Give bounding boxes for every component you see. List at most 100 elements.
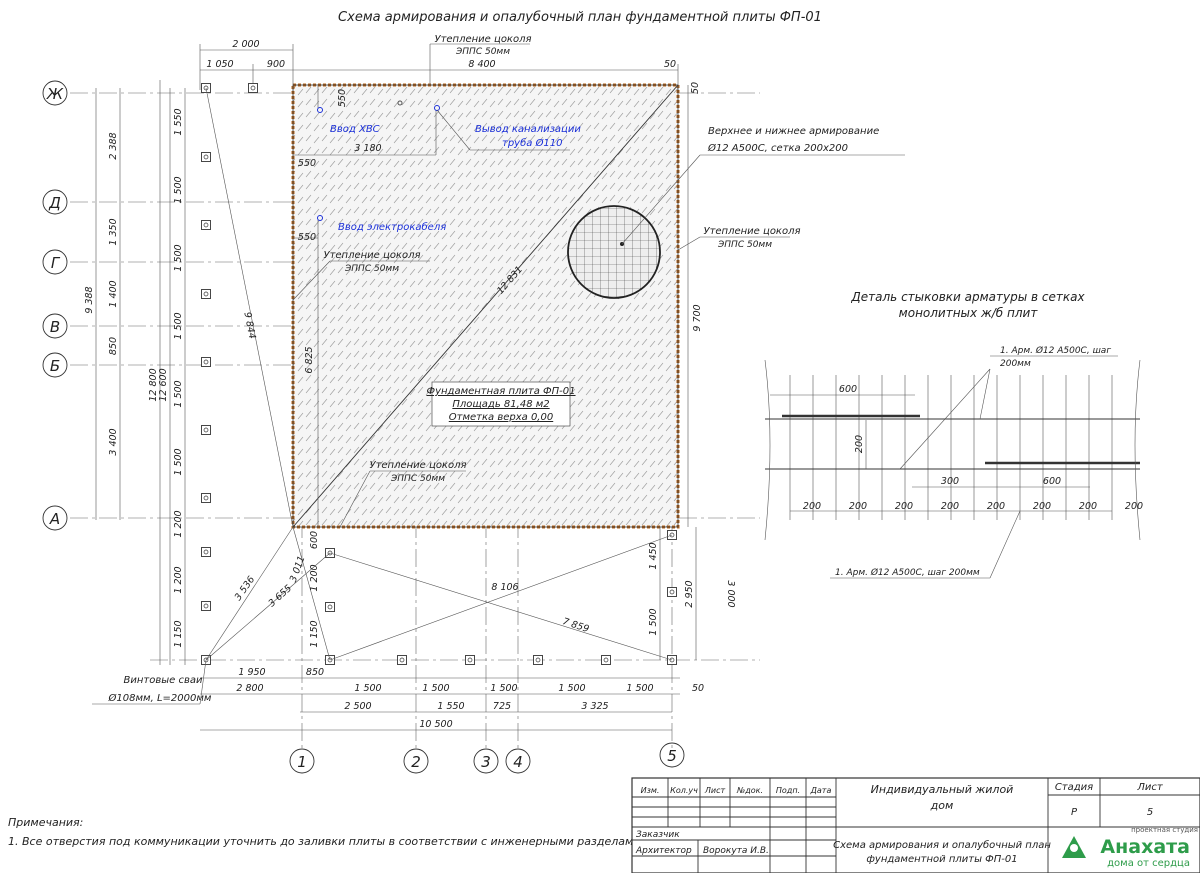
svg-text:5: 5 <box>667 747 677 765</box>
svg-text:дома от сердца: дома от сердца <box>1107 858 1190 869</box>
slab-info-box <box>431 381 571 427</box>
svg-text:Утепление цоколя: Утепление цоколя <box>434 34 531 45</box>
svg-text:Лист: Лист <box>1136 782 1164 793</box>
svg-text:Заказчик: Заказчик <box>636 830 680 840</box>
detail-spacing-label: 200 <box>941 501 959 512</box>
svg-text:9 700: 9 700 <box>692 304 703 331</box>
svg-text:1 350: 1 350 <box>108 218 119 245</box>
svg-text:9 844: 9 844 <box>241 311 257 340</box>
svg-text:600: 600 <box>1043 476 1061 487</box>
svg-text:3 325: 3 325 <box>581 701 608 712</box>
svg-text:Кол.уч: Кол.уч <box>670 786 698 795</box>
svg-text:Деталь стыковки арматуры в сет: Деталь стыковки арматуры в сетках <box>850 290 1085 304</box>
svg-text:проектная студия: проектная студия <box>1131 826 1198 834</box>
svg-text:3 180: 3 180 <box>354 143 381 154</box>
pile-marker <box>201 425 211 435</box>
svg-text:1 200: 1 200 <box>173 566 184 593</box>
svg-text:10 500: 10 500 <box>419 719 452 730</box>
svg-text:Лист: Лист <box>704 786 726 795</box>
svg-text:Примечания:: Примечания: <box>8 816 83 829</box>
pile-center <box>250 85 256 91</box>
svg-text:1 500: 1 500 <box>490 683 517 694</box>
svg-text:550: 550 <box>298 232 316 243</box>
pile-center <box>669 589 675 595</box>
svg-text:Г: Г <box>51 254 61 272</box>
svg-text:6 825: 6 825 <box>304 346 315 373</box>
svg-text:Винтовые сваи: Винтовые сваи <box>124 675 203 686</box>
notes: Примечания: 1. Все отверстия под коммуни… <box>8 816 640 848</box>
detail-spacing-label: 200 <box>849 501 867 512</box>
svg-text:Утепление цоколя: Утепление цоколя <box>703 226 800 237</box>
svg-text:дом: дом <box>930 799 954 812</box>
svg-text:850: 850 <box>108 337 119 355</box>
svg-text:2 000: 2 000 <box>232 39 259 50</box>
svg-text:8 400: 8 400 <box>468 59 495 70</box>
svg-text:2 800: 2 800 <box>236 683 263 694</box>
svg-text:монолитных ж/б плит: монолитных ж/б плит <box>899 306 1039 320</box>
pile-center <box>535 657 541 663</box>
pile-center <box>327 550 333 556</box>
svg-text:3 655: 3 655 <box>267 583 295 609</box>
pile-marker <box>248 83 258 93</box>
svg-text:Схема армирования и опалубочны: Схема армирования и опалубочный план <box>833 839 1051 851</box>
svg-text:Вывод канализации: Вывод канализации <box>475 124 581 135</box>
pile-center <box>399 657 405 663</box>
svg-text:Ворокута И.В.: Ворокута И.В. <box>703 846 769 856</box>
svg-text:Р: Р <box>1071 807 1078 818</box>
svg-text:50: 50 <box>690 82 701 94</box>
piles-callout: Винтовые сваи Ø108мм, L=2000мм <box>92 659 212 705</box>
svg-text:А: А <box>49 510 60 528</box>
svg-text:В: В <box>50 318 60 336</box>
svg-text:Ввод ХВС: Ввод ХВС <box>330 124 380 135</box>
svg-text:1 500: 1 500 <box>648 608 659 635</box>
svg-text:1 500: 1 500 <box>173 244 184 271</box>
svg-text:1 500: 1 500 <box>173 176 184 203</box>
svg-text:3 536: 3 536 <box>233 574 258 603</box>
svg-text:1. Все отверстия под коммуника: 1. Все отверстия под коммуникации уточни… <box>8 835 640 848</box>
svg-text:2 950: 2 950 <box>684 580 695 607</box>
pile-center <box>203 603 209 609</box>
svg-text:1 550: 1 550 <box>173 108 184 135</box>
svg-text:850: 850 <box>306 667 324 678</box>
svg-text:Подп.: Подп. <box>776 786 800 795</box>
pile-marker <box>201 493 211 503</box>
pile-center <box>203 359 209 365</box>
svg-text:Утепление цоколя: Утепление цоколя <box>323 250 420 261</box>
pile-marker <box>201 601 211 611</box>
svg-text:Ж: Ж <box>46 85 64 103</box>
svg-text:1 500: 1 500 <box>626 683 653 694</box>
svg-text:600: 600 <box>839 384 857 395</box>
svg-text:1 500: 1 500 <box>422 683 449 694</box>
svg-text:200: 200 <box>854 435 865 453</box>
svg-text:Ввод электрокабеля: Ввод электрокабеля <box>338 221 446 233</box>
svg-text:фундаментной плиты ФП-01: фундаментной плиты ФП-01 <box>866 854 1017 865</box>
svg-text:№док.: №док. <box>736 786 763 795</box>
svg-text:600: 600 <box>309 531 320 549</box>
svg-text:50: 50 <box>692 683 704 694</box>
pile-center <box>203 427 209 433</box>
svg-text:1 200: 1 200 <box>173 510 184 537</box>
col-axis-lines <box>301 520 673 750</box>
detail-spacing-label: 200 <box>895 501 913 512</box>
row-axis-v: В <box>42 313 68 339</box>
left-dimensions: 9 388 12 800 12 600 2 388 1 350 1 400 85… <box>84 80 186 665</box>
top-dimensions: 2 000 1 050 900 8 400 50 50 Утепление цо… <box>199 34 701 94</box>
row-axis-g: Г <box>42 249 68 275</box>
svg-text:3: 3 <box>481 753 491 771</box>
svg-text:1. Арм. Ø12 А500С, шаг: 1. Арм. Ø12 А500С, шаг <box>1000 345 1111 356</box>
svg-text:ЭППС 50мм: ЭППС 50мм <box>717 240 772 250</box>
svg-text:3 400: 3 400 <box>108 428 119 455</box>
svg-text:12 800: 12 800 <box>148 368 159 401</box>
pile-center <box>669 532 675 538</box>
svg-text:900: 900 <box>267 59 285 70</box>
pile-center <box>203 291 209 297</box>
pile-marker <box>201 357 211 367</box>
detail-spacing-label: 200 <box>1125 501 1143 512</box>
svg-text:2 388: 2 388 <box>108 132 119 159</box>
studio-logo: проектная студия Анахата дома от сердца <box>1062 826 1198 869</box>
svg-text:200мм: 200мм <box>1000 359 1031 369</box>
svg-text:ЭППС 50мм: ЭППС 50мм <box>344 264 399 274</box>
pile-center <box>603 657 609 663</box>
right-dimensions: 9 700 1 450 1 500 2 950 3 000 <box>648 85 736 660</box>
svg-text:550: 550 <box>298 158 316 169</box>
